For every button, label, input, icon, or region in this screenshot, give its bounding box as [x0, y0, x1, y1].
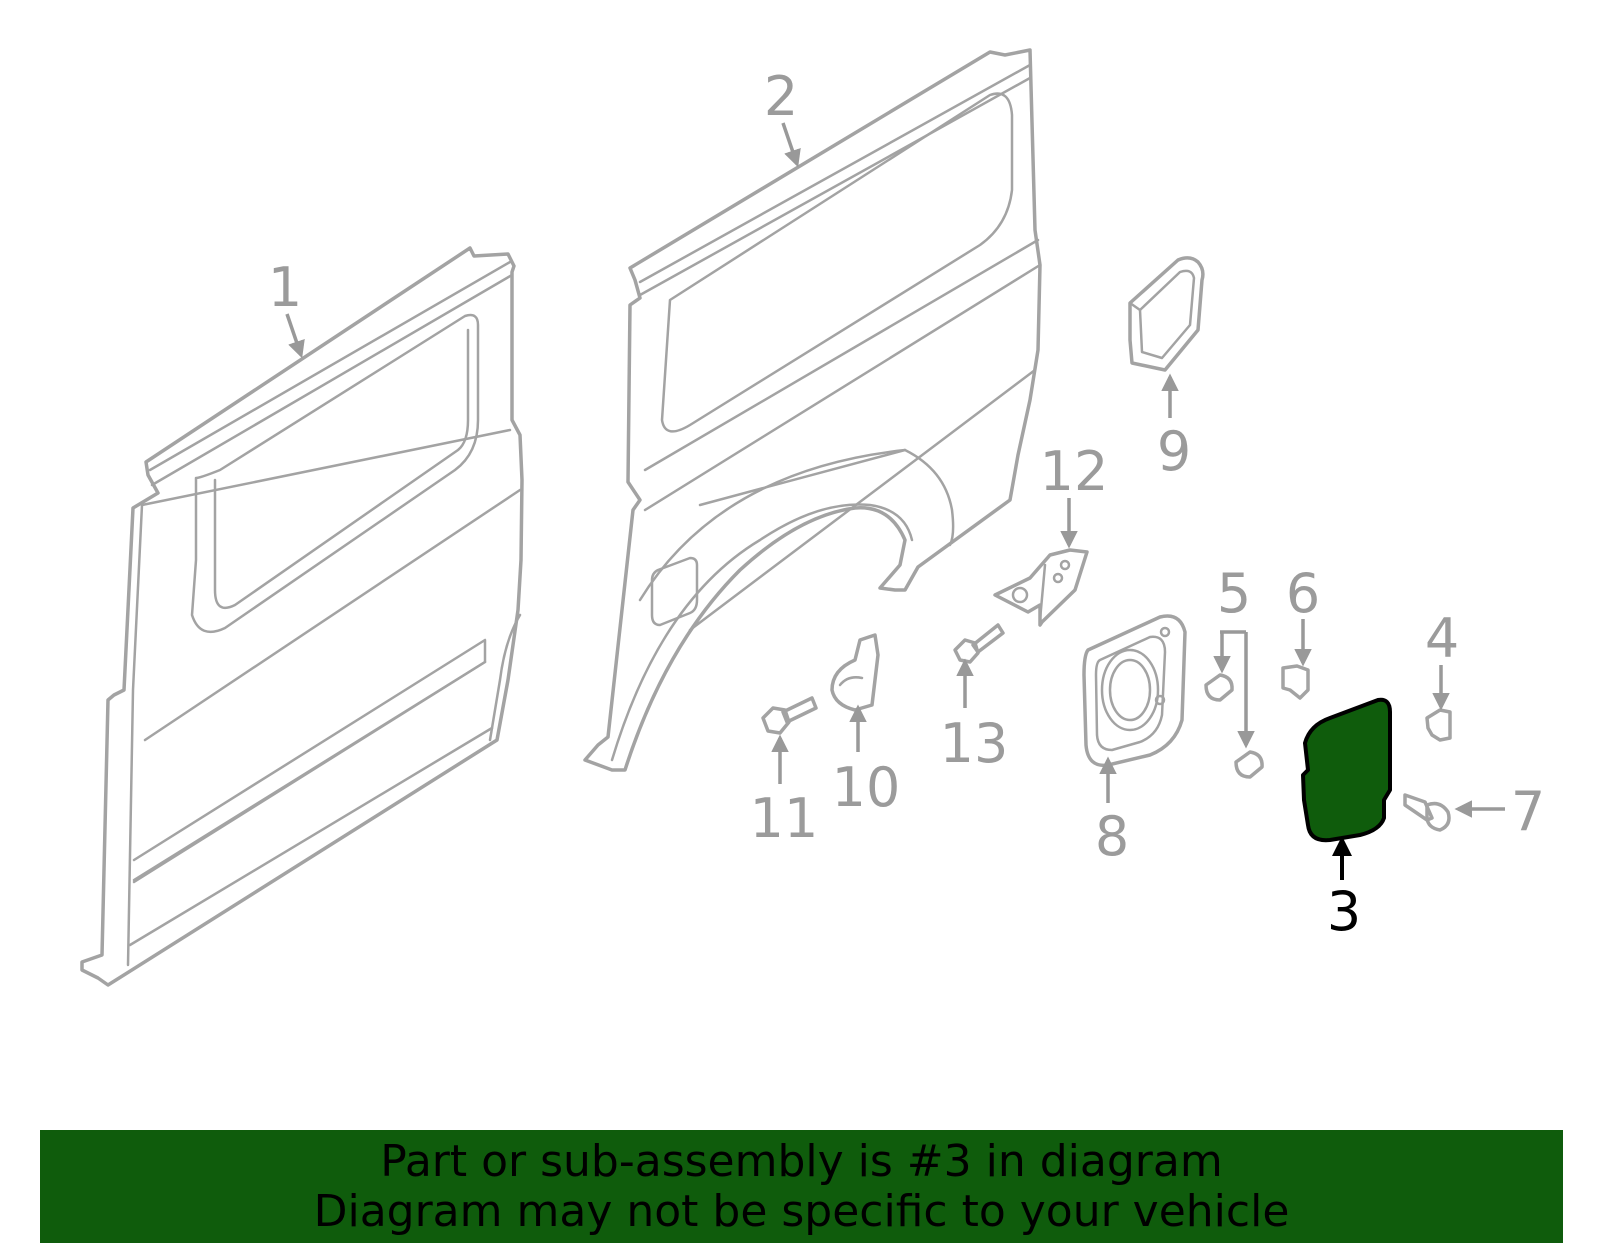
part-5-bumpers: [1204, 673, 1264, 779]
callout-10: 10: [832, 756, 901, 819]
callout-13: 13: [940, 712, 1009, 775]
callout-5: 5: [1217, 562, 1251, 625]
part-6-clip: [1281, 664, 1310, 700]
part-3-fuel-door: [1301, 697, 1392, 843]
callout-8: 8: [1095, 805, 1129, 868]
info-banner: Part or sub-assembly is #3 in diagram Di…: [40, 1130, 1563, 1243]
callout-2: 2: [764, 65, 798, 128]
part-10-clip: [830, 633, 880, 712]
part-8-filler-pocket: [1082, 614, 1187, 768]
part-1-side-panel: [80, 246, 524, 987]
callout-4: 4: [1425, 607, 1459, 670]
part-9-fuel-housing: [1128, 256, 1205, 372]
callout-1: 1: [268, 256, 302, 319]
banner-line-disclaimer: Diagram may not be specific to your vehi…: [313, 1185, 1290, 1237]
part-4-retainer: [1425, 708, 1452, 742]
callout-9: 9: [1157, 420, 1191, 483]
callout-7: 7: [1511, 780, 1545, 843]
part-12-bracket: [993, 548, 1089, 627]
part-11-bolt: [761, 696, 818, 735]
callout-leaders: [285, 122, 1505, 880]
part-7-screw: [1403, 793, 1451, 832]
part-13-bolt: [953, 623, 1005, 664]
callout-12: 12: [1040, 440, 1109, 503]
callout-3: 3: [1327, 880, 1361, 943]
callout-11: 11: [750, 787, 819, 850]
leader-2: [781, 122, 801, 168]
leader-1: [285, 313, 305, 359]
banner-line-part: Part or sub-assembly is #3 in diagram: [380, 1135, 1223, 1187]
part-2-quarter-panel: [583, 48, 1042, 772]
callout-6: 6: [1286, 562, 1320, 625]
callout-labels: 1 2 3 4 5 6 7 8 9 10 11 12 13: [268, 65, 1545, 943]
